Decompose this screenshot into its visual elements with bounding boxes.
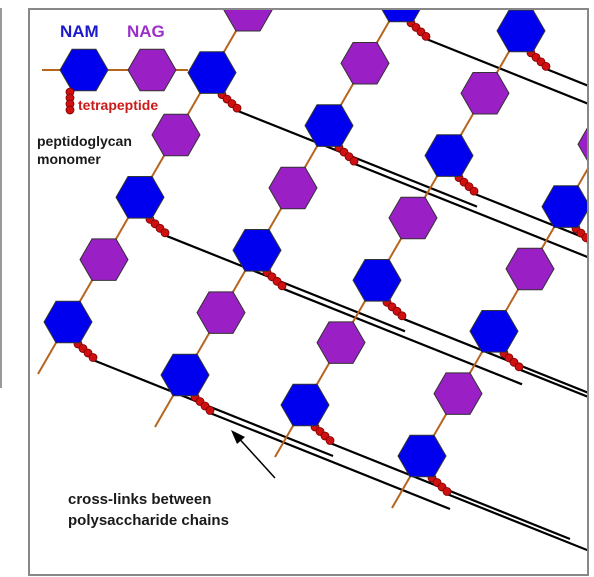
crosslink-line — [209, 411, 451, 511]
nam-hexagon — [397, 434, 447, 478]
tetrapeptide-bead — [581, 233, 587, 242]
tetrapeptide-bead — [277, 281, 287, 291]
nag-hexagon — [388, 196, 438, 240]
nag-hexagon — [268, 166, 318, 210]
crosslink-label-line2: polysaccharide chains — [68, 512, 229, 529]
crosslink-line — [353, 162, 587, 258]
diagram-frame — [28, 8, 589, 576]
crosslink-line — [446, 492, 587, 552]
crosslink-layer — [92, 37, 587, 552]
nam-hexagon — [424, 134, 474, 177]
crosslink-label-line1: cross-links between — [68, 491, 211, 508]
nam-hexagon — [352, 259, 402, 302]
tetrapeptide-bead — [349, 156, 359, 166]
lattice-body — [37, 10, 587, 552]
tetrapeptide-bead — [421, 31, 431, 41]
tetrapeptide-bead — [541, 61, 551, 71]
tetrapeptide-bead — [232, 103, 242, 113]
nam-hexagon — [187, 51, 237, 94]
nag-hexagon — [316, 321, 366, 364]
crosslink-line — [518, 368, 587, 398]
nam-hexagon — [469, 310, 519, 353]
legend-nam-hexagon — [59, 48, 109, 92]
legend-tetrapeptide-bead — [65, 105, 75, 115]
chain-layer — [37, 10, 587, 509]
nam-hexagon — [541, 185, 587, 228]
monomer-label-line1: peptidoglycan — [37, 133, 132, 149]
peptidoglycan-lattice — [37, 10, 587, 552]
tetrapeptide-bead — [397, 311, 407, 321]
nag-hexagon — [196, 291, 246, 334]
nam-hexagon — [304, 104, 354, 147]
nag-label: NAG — [127, 22, 165, 41]
nam-hexagon — [115, 176, 165, 219]
tetrapeptide-bead — [514, 362, 524, 372]
legend — [42, 48, 188, 115]
nam-hexagon — [280, 383, 330, 427]
nag-hexagon — [151, 113, 201, 157]
nag-hexagon — [505, 247, 555, 291]
nam-hexagon — [160, 353, 210, 397]
nam-hexagon — [43, 300, 93, 344]
tetrapeptide-label: tetrapeptide — [78, 97, 158, 113]
nag-hexagon — [433, 372, 483, 415]
crosslink-line — [545, 67, 587, 87]
nag-hexagon — [340, 42, 390, 85]
nag-hexagon — [577, 127, 587, 161]
monomer-label-line2: monomer — [37, 151, 101, 167]
legend-nag-hexagon — [127, 48, 177, 92]
tetrapeptide-bead — [442, 487, 452, 496]
crosslink-pointer-arrow — [234, 433, 276, 479]
nag-hexagon — [79, 238, 129, 281]
nag-hexagon — [223, 10, 273, 32]
nam-hexagon — [381, 10, 421, 23]
nam-hexagon — [232, 229, 282, 272]
tetrapeptide-bead — [160, 228, 170, 238]
crosslink-pointer-arrowhead — [231, 430, 245, 444]
tetrapeptide-bead — [469, 186, 479, 196]
nag-hexagon — [460, 72, 510, 115]
tetrapeptide-bead — [325, 436, 335, 445]
crosslink-line — [473, 192, 587, 240]
crosslink-line — [425, 37, 587, 105]
nam-label: NAM — [60, 22, 99, 41]
nam-hexagon — [496, 10, 546, 53]
tetrapeptide-bead — [205, 406, 215, 415]
tetrapeptide-bead — [88, 353, 98, 362]
crosslink-line — [281, 287, 523, 386]
